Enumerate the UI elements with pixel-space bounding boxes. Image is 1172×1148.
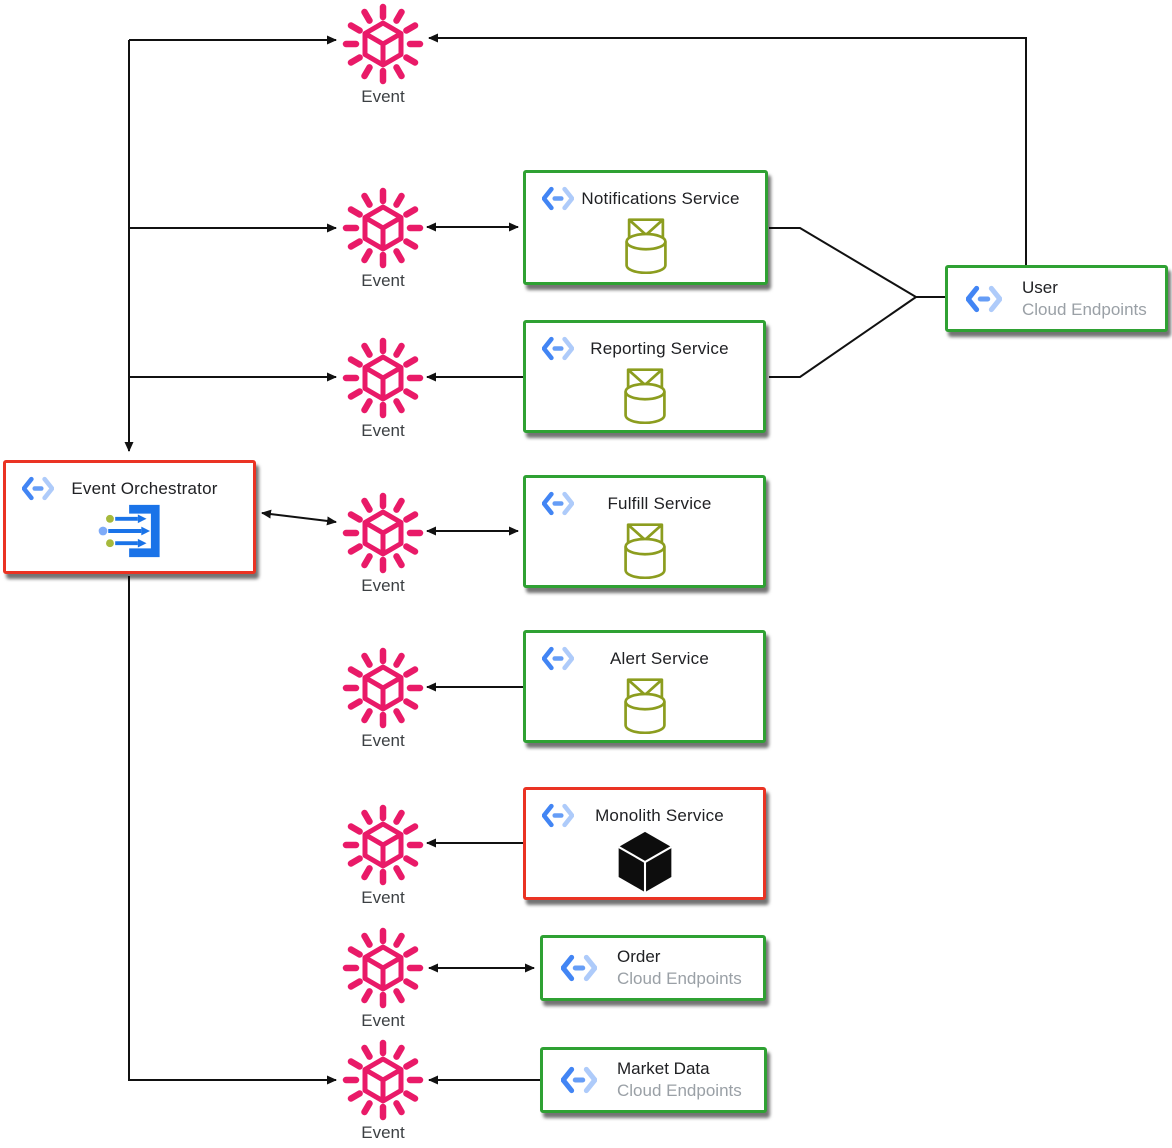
cloud-endpoints-icon	[542, 646, 574, 671]
event-node[interactable]: Event	[340, 335, 426, 441]
cloud-endpoints-icon	[542, 186, 574, 211]
node-user-endpoint[interactable]: User Cloud Endpoints	[945, 265, 1168, 332]
node-subtitle: Cloud Endpoints	[1022, 299, 1147, 319]
cloud-endpoints-icon	[561, 954, 597, 982]
event-node[interactable]: Event	[340, 802, 426, 908]
event-icon	[340, 335, 426, 421]
event-label: Event	[361, 576, 405, 595]
cloud-endpoints-icon	[542, 803, 574, 828]
node-subtitle: Cloud Endpoints	[617, 1081, 742, 1100]
cloud-endpoints-icon	[561, 1066, 597, 1094]
event-node[interactable]: Event	[340, 1, 426, 107]
node-title: Alert Service	[610, 648, 709, 668]
node-fulfill-service[interactable]: Fulfill Service	[523, 475, 766, 588]
event-label: Event	[361, 888, 405, 907]
event-node[interactable]: Event	[340, 645, 426, 751]
event-node[interactable]: Event	[340, 925, 426, 1031]
node-order-endpoint[interactable]: Order Cloud Endpoints	[540, 935, 766, 1001]
message-queue-icon	[624, 218, 667, 274]
cloud-endpoints-icon	[966, 285, 1002, 313]
monolith-cube-icon	[617, 830, 672, 894]
node-title: Reporting Service	[590, 338, 729, 358]
node-title: Notifications Service	[581, 188, 740, 208]
message-queue-icon	[623, 678, 666, 734]
node-title: User	[1022, 277, 1058, 297]
cloud-tasks-icon	[97, 504, 163, 558]
node-title: Fulfill Service	[607, 493, 712, 513]
event-label: Event	[361, 1011, 405, 1030]
event-icon	[340, 645, 426, 731]
event-node[interactable]: Event	[340, 490, 426, 596]
node-notifications-service[interactable]: Notifications Service	[523, 170, 768, 285]
event-icon	[340, 1037, 426, 1123]
event-label: Event	[361, 87, 405, 106]
event-icon	[340, 490, 426, 576]
message-queue-icon	[623, 523, 666, 579]
node-title: Monolith Service	[595, 805, 724, 825]
cloud-endpoints-icon	[22, 476, 54, 501]
node-subtitle: Cloud Endpoints	[617, 969, 742, 988]
event-icon	[340, 802, 426, 888]
node-monolith-service[interactable]: Monolith Service	[523, 787, 766, 900]
event-label: Event	[361, 1123, 405, 1142]
node-market-data-endpoint[interactable]: Market Data Cloud Endpoints	[540, 1047, 767, 1113]
cloud-endpoints-icon	[542, 491, 574, 516]
event-icon	[340, 185, 426, 271]
cloud-endpoints-icon	[542, 336, 574, 361]
node-title: Event Orchestrator	[71, 478, 218, 498]
event-node[interactable]: Event	[340, 185, 426, 291]
event-icon	[340, 1, 426, 87]
node-title: Order	[617, 947, 661, 966]
event-label: Event	[361, 271, 405, 290]
node-reporting-service[interactable]: Reporting Service	[523, 320, 766, 433]
event-label: Event	[361, 421, 405, 440]
node-alert-service[interactable]: Alert Service	[523, 630, 766, 743]
event-node[interactable]: Event	[340, 1037, 426, 1143]
event-label: Event	[361, 731, 405, 750]
node-event-orchestrator[interactable]: Event Orchestrator	[3, 460, 256, 574]
node-title: Market Data	[617, 1059, 710, 1078]
message-queue-icon	[623, 368, 666, 424]
event-icon	[340, 925, 426, 1011]
